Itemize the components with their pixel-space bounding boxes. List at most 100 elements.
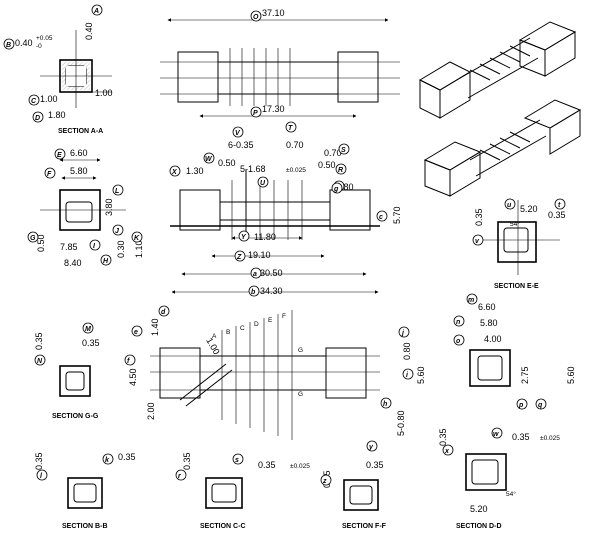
section-g-g-label: SECTION G-G: [52, 413, 99, 420]
svg-text:M: M: [85, 326, 91, 333]
dim-bb-035b: 0.35: [118, 452, 136, 462]
svg-text:U: U: [260, 180, 266, 187]
svg-text:Z: Z: [236, 254, 242, 261]
svg-text:L: L: [115, 188, 119, 195]
bubble-n: n: [453, 315, 465, 327]
dim-aa-3: 1.80: [48, 110, 66, 120]
svg-text:P: P: [253, 110, 258, 117]
bubble-g: g: [331, 182, 343, 194]
dim-r-275: 2.75: [520, 366, 530, 384]
svg-text:H: H: [103, 258, 109, 265]
bubble-v: v: [472, 234, 484, 246]
bubble-r: r: [175, 469, 187, 481]
bubble-L: L: [112, 184, 124, 196]
bubble-y: y: [366, 440, 378, 452]
dim-cc-035: 0.35: [182, 452, 192, 470]
cut-g-bottom: G: [298, 391, 303, 398]
section-e-e: 5.20 0.35 0.35 54° SECTION E-E: [474, 200, 566, 290]
dim-b-140: 1.40: [150, 318, 160, 336]
section-d-d: 0.35 0.35 ±0.025 5.20 54° SECTION D-D: [438, 428, 560, 530]
bubble-J: J: [112, 224, 124, 236]
svg-text:a: a: [253, 271, 257, 278]
svg-text:i: i: [406, 372, 409, 379]
section-f-f: 0.35 0.35 SECTION F-F: [322, 460, 387, 530]
bubble-u: u: [504, 198, 516, 210]
section-g-g: 0.35 0.35 SECTION G-G: [34, 332, 100, 420]
dim-aa-1: 1.00: [95, 88, 113, 98]
bubble-I: I: [89, 239, 101, 251]
svg-text:W: W: [205, 156, 213, 163]
bubble-q: q: [535, 398, 547, 410]
svg-text:R: R: [338, 167, 343, 174]
svg-text:b: b: [251, 289, 256, 296]
svg-text:D: D: [35, 115, 40, 122]
svg-text:h: h: [383, 401, 387, 408]
svg-text:y: y: [368, 444, 374, 451]
svg-text:N: N: [37, 358, 43, 365]
bubble-N: N: [34, 354, 46, 366]
isometric-view-1: [418, 21, 577, 119]
dim-x-1910: 19.10: [248, 250, 271, 260]
svg-text:n: n: [456, 319, 460, 326]
bubble-F: F: [44, 167, 56, 179]
svg-text:C: C: [31, 98, 37, 105]
bubble-h: h: [380, 397, 392, 409]
svg-text:I: I: [93, 243, 96, 250]
dim-ff-035b: 0.35: [366, 460, 384, 470]
bubble-x: x: [442, 444, 454, 456]
side-view: 6.60 5.80 3.80 0.50 7.85 8.40 0.30 1.10: [36, 148, 144, 268]
dim-b-200: 2.00: [146, 402, 156, 420]
bubble-O: O: [250, 10, 262, 22]
svg-text:r: r: [178, 473, 182, 480]
bubble-i: i: [402, 368, 414, 380]
svg-text:S: S: [341, 147, 346, 154]
cut-f-top: F: [282, 313, 286, 320]
bubble-K: K: [131, 231, 143, 243]
dim-e-035: 0.35: [548, 210, 566, 220]
section-f-f-label: SECTION F-F: [342, 523, 387, 530]
dim-dd-angle: 54°: [506, 490, 516, 498]
bubble-D: D: [32, 111, 44, 123]
svg-text:A: A: [93, 8, 99, 15]
bubble-M: M: [82, 322, 94, 334]
svg-text:V: V: [235, 130, 241, 137]
cut-b-top: B: [226, 329, 230, 336]
dim-r-400: 4.00: [484, 334, 502, 344]
svg-text:t: t: [558, 202, 561, 209]
dim-v-070b: 0.70: [324, 148, 342, 158]
dim-v-050b: 0.50: [318, 160, 336, 170]
dim-w-840: 8.40: [64, 258, 82, 268]
bubble-T: T: [285, 121, 297, 133]
bubble-m: m: [466, 293, 478, 305]
svg-text:E: E: [57, 152, 62, 159]
dim-e-520: 5.20: [520, 204, 538, 214]
dim-b-5080: 5-0.80: [396, 410, 406, 436]
dim-g-035: 0.35: [34, 332, 44, 350]
svg-text:s: s: [235, 457, 239, 464]
bubble-o: o: [453, 334, 465, 346]
dim-x-130: 1.30: [186, 166, 204, 176]
bubble-d: d: [158, 305, 170, 317]
svg-text:X: X: [171, 169, 178, 176]
dim-w-580: 5.80: [70, 166, 88, 176]
dim-r-580: 5.80: [480, 318, 498, 328]
svg-text:x: x: [444, 448, 450, 455]
svg-text:G: G: [30, 235, 36, 242]
bubble-e: e: [131, 325, 143, 337]
isometric-view-2: [423, 99, 582, 197]
bubble-U: U: [257, 176, 269, 188]
svg-text:d: d: [161, 309, 166, 316]
svg-text:p: p: [518, 402, 524, 409]
bubble-V: V: [232, 126, 244, 138]
dim-dd-035b: 0.35: [512, 432, 530, 442]
bubble-t: t: [554, 198, 566, 210]
bubble-b: b: [248, 285, 260, 297]
section-c-c: 0.35 0.35 ±0.025 SECTION C-C: [182, 452, 310, 530]
dim-b-080: 0.80: [402, 342, 412, 360]
dim-x-570: 5.70: [392, 206, 402, 224]
bubble-P: P: [250, 106, 262, 118]
reference-bubbles: A B C D O P V T E F L G H I J K X W S U …: [3, 4, 566, 486]
cut-c-top: C: [240, 325, 245, 332]
bubble-H: H: [100, 254, 112, 266]
bubble-A: A: [91, 4, 103, 16]
